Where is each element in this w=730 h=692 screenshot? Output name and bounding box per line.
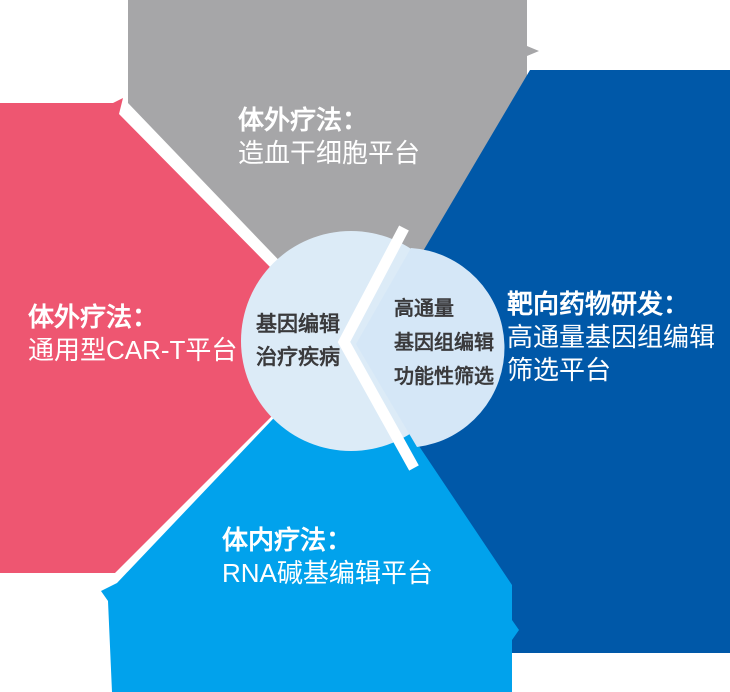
center-circle-line2: 治疗疾病 bbox=[256, 346, 340, 369]
center-chevron-line3: 功能性筛选 bbox=[394, 366, 494, 388]
segment-right-subtitle: 高通量基因组编辑 bbox=[507, 322, 716, 352]
segment-right-subtitle2: 筛选平台 bbox=[507, 355, 612, 385]
segment-bottom-subtitle: RNA碱基编辑平台 bbox=[222, 558, 433, 588]
center-chevron-line1: 高通量 bbox=[394, 298, 454, 320]
segment-top-label: 体外疗法： 造血干细胞平台 bbox=[238, 104, 420, 170]
segment-right-label: 靶向药物研发： 高通量基因组编辑 筛选平台 bbox=[507, 288, 715, 387]
center-chevron-line2: 基因组编辑 bbox=[394, 332, 494, 354]
center-chevron-shape bbox=[356, 248, 505, 447]
center-gap-band bbox=[337, 225, 419, 471]
segment-top-shape bbox=[128, 0, 539, 350]
segment-left-title: 体外疗法： bbox=[28, 302, 159, 332]
segment-bottom-label: 体内疗法： RNA碱基编辑平台 bbox=[222, 524, 433, 590]
segment-left-label: 体外疗法： 通用型CAR-T平台 bbox=[28, 301, 237, 367]
segment-left-shape bbox=[0, 98, 345, 573]
segment-bottom-title: 体内疗法： bbox=[222, 525, 353, 555]
center-circle-line1: 基因编辑 bbox=[256, 313, 340, 336]
segment-left-subtitle: 通用型CAR-T平台 bbox=[28, 335, 238, 365]
center-chevron-label: 高通量 基因组编辑 功能性筛选 bbox=[394, 292, 494, 394]
segment-top-subtitle: 造血干细胞平台 bbox=[238, 138, 421, 168]
segment-top-title: 体外疗法： bbox=[238, 105, 369, 135]
center-circle-label: 基因编辑 治疗疾病 bbox=[228, 308, 368, 374]
segment-bottom-shape bbox=[101, 340, 519, 692]
segment-right-title: 靶向药物研发： bbox=[507, 289, 690, 319]
